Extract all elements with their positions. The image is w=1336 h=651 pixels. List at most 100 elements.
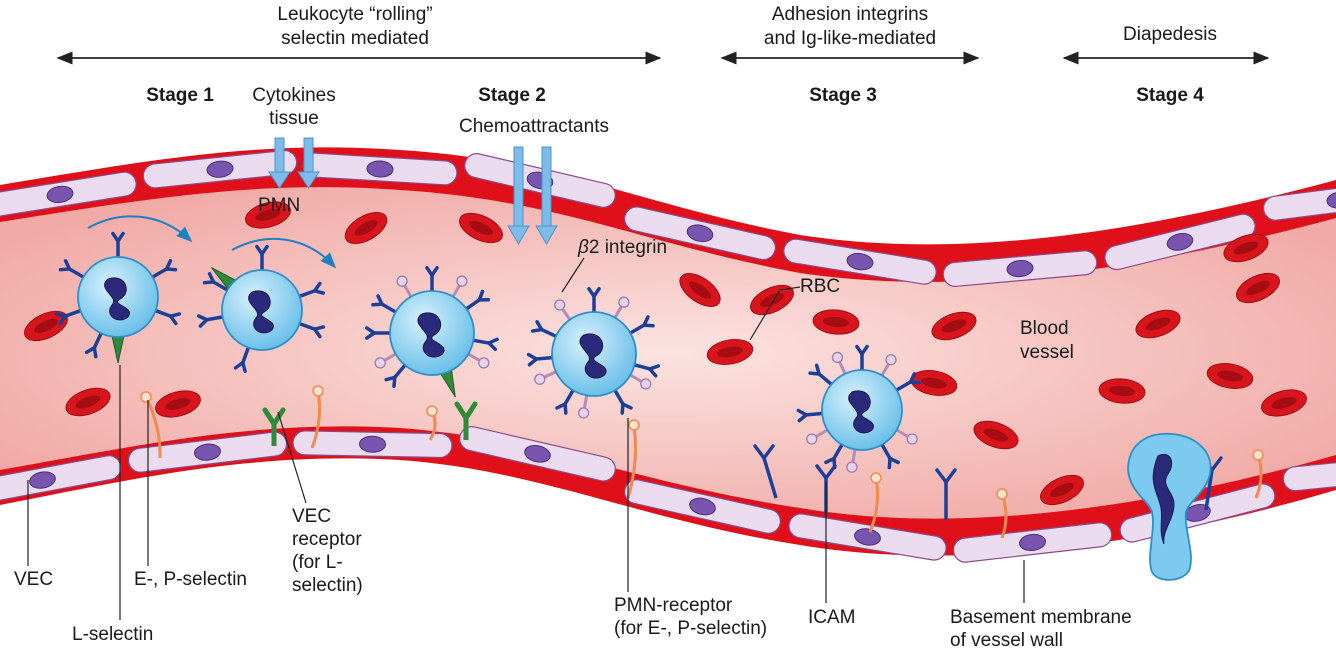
stage-labels: Stage 1 Stage 2 Stage 3 Stage 4 (146, 85, 1204, 106)
endothelial-cell-top (0, 171, 137, 218)
icam-arm (1210, 456, 1223, 472)
endothelial-nucleus (1019, 533, 1046, 552)
vec-label: VEC (14, 569, 53, 590)
endothelial-nucleus (206, 160, 234, 178)
beta2-symbol: β (577, 237, 589, 258)
receptor-icon-arm (168, 314, 178, 326)
rbc-cell (1040, 474, 1084, 506)
leukocyte-stage-1a (54, 231, 182, 364)
icam-arm (935, 468, 948, 484)
leukocyte-stage-2a (365, 266, 499, 398)
stage-4-label: Stage 4 (1136, 85, 1204, 106)
receptor-icon-arm (824, 456, 836, 465)
receptor-icon-arm (63, 259, 72, 271)
endothelial-nucleus (854, 528, 881, 546)
rbc-cell (973, 420, 1019, 450)
stage-3-label: Stage 3 (809, 85, 877, 106)
rbc-cell (1206, 363, 1254, 389)
rbc-cell (155, 390, 201, 418)
endothelial-cell-top (783, 238, 937, 285)
endothelial-nucleus (689, 497, 716, 516)
rbc-center (34, 318, 58, 334)
rolling-arrow-2 (231, 238, 337, 269)
endothelial-nucleus (194, 443, 221, 461)
rbc-cell (459, 212, 503, 244)
icam-arm (815, 464, 828, 480)
blood-label: Blood (1020, 318, 1069, 339)
rbc-cell (1135, 309, 1181, 339)
rbc-center (983, 428, 1009, 442)
rbc-center (1145, 317, 1171, 331)
receptor-icon-arm (648, 367, 658, 378)
rolling-arrow-1 (87, 215, 193, 243)
adhesion-phase-label-2: and Ig-like-mediated (764, 28, 936, 49)
vec-receptor-arm (463, 401, 478, 421)
endothelial-cell-top (302, 152, 458, 186)
rolling-phase-label: Leukocyte “rolling” (277, 4, 432, 25)
endothelial-nucleus (524, 444, 551, 463)
rbc-cell (1098, 378, 1146, 404)
selectin-head (996, 488, 1008, 500)
rbc-center (354, 220, 378, 236)
selectin-head (140, 391, 152, 403)
cytokines-label: Cytokines (252, 85, 335, 106)
icam-label: ICAM (808, 607, 856, 628)
selectin-head (1252, 449, 1264, 461)
endothelial-cell-body (1262, 179, 1336, 221)
ep-selectin-label: E-, P-selectin (134, 569, 247, 590)
receptor-icon-arm (384, 375, 397, 382)
endothelial-cell-bottom (1282, 452, 1336, 492)
pmn-label: PMN (258, 195, 300, 216)
receptor-icon-arm (796, 408, 808, 417)
rbc-center (1217, 370, 1243, 382)
endothelial-nucleus (686, 224, 714, 243)
integrin-icon-head (885, 354, 897, 366)
leukocytes (54, 231, 1264, 581)
icam-arm (753, 444, 766, 460)
receptor-icon-arm (535, 320, 544, 332)
diapedesis-cell (1127, 432, 1212, 581)
receptor-icon-arm (555, 402, 567, 410)
endothelial-cell-bottom (952, 522, 1113, 563)
l-selectin-label: L-selectin (72, 624, 153, 645)
rbc-center (688, 281, 712, 299)
endothelial-cell-bottom (459, 426, 616, 482)
endothelial-cell-bottom (292, 430, 453, 459)
rbc-cell (679, 273, 721, 307)
integrin-icon-head (906, 433, 918, 445)
beta2-leader (561, 257, 585, 293)
rbc-center (469, 220, 493, 236)
leukocyte-stage-2b (526, 287, 661, 419)
integrin-icon-head (831, 351, 844, 364)
rbc-leader (749, 286, 801, 341)
vec-receptor-label-3: (for L- (292, 552, 343, 573)
rbc-center (1233, 241, 1259, 255)
integrin-icon-head (374, 357, 386, 369)
endothelial-nucleus (1006, 260, 1034, 278)
receptor-icon-arm (207, 272, 216, 284)
integrin-icon-head (456, 275, 468, 287)
rbc-cell (1236, 272, 1280, 304)
endothelial-nucleus (359, 435, 386, 453)
basement-label-2: of vessel wall (950, 630, 1063, 651)
receptor-icon-arm (526, 352, 539, 361)
diapedesis-phase-label: Diapedesis (1123, 24, 1217, 45)
leukocyte-nucleus (248, 290, 275, 334)
red-blood-cells (24, 201, 1307, 506)
endothelial-cell-bottom (788, 513, 947, 561)
rbc-cell (65, 387, 111, 417)
selectin-stem (626, 424, 638, 499)
chemoattractants-label: Chemoattractants (459, 116, 609, 137)
adhesion-phase-label: Adhesion integrins (772, 4, 928, 25)
rbc-label: RBC (800, 276, 840, 297)
rbc-cell (24, 310, 68, 342)
rbc-center (75, 395, 101, 409)
icam-stem (762, 457, 778, 499)
vec-receptor-label-4: selectin) (292, 575, 363, 596)
receptor-icon-arm (164, 267, 178, 272)
endothelial-cell-top (624, 206, 776, 261)
icam-arm (824, 464, 837, 480)
rbc-cell (910, 370, 958, 396)
receptor-icon-arm (814, 363, 821, 376)
rbc-center (760, 292, 784, 308)
